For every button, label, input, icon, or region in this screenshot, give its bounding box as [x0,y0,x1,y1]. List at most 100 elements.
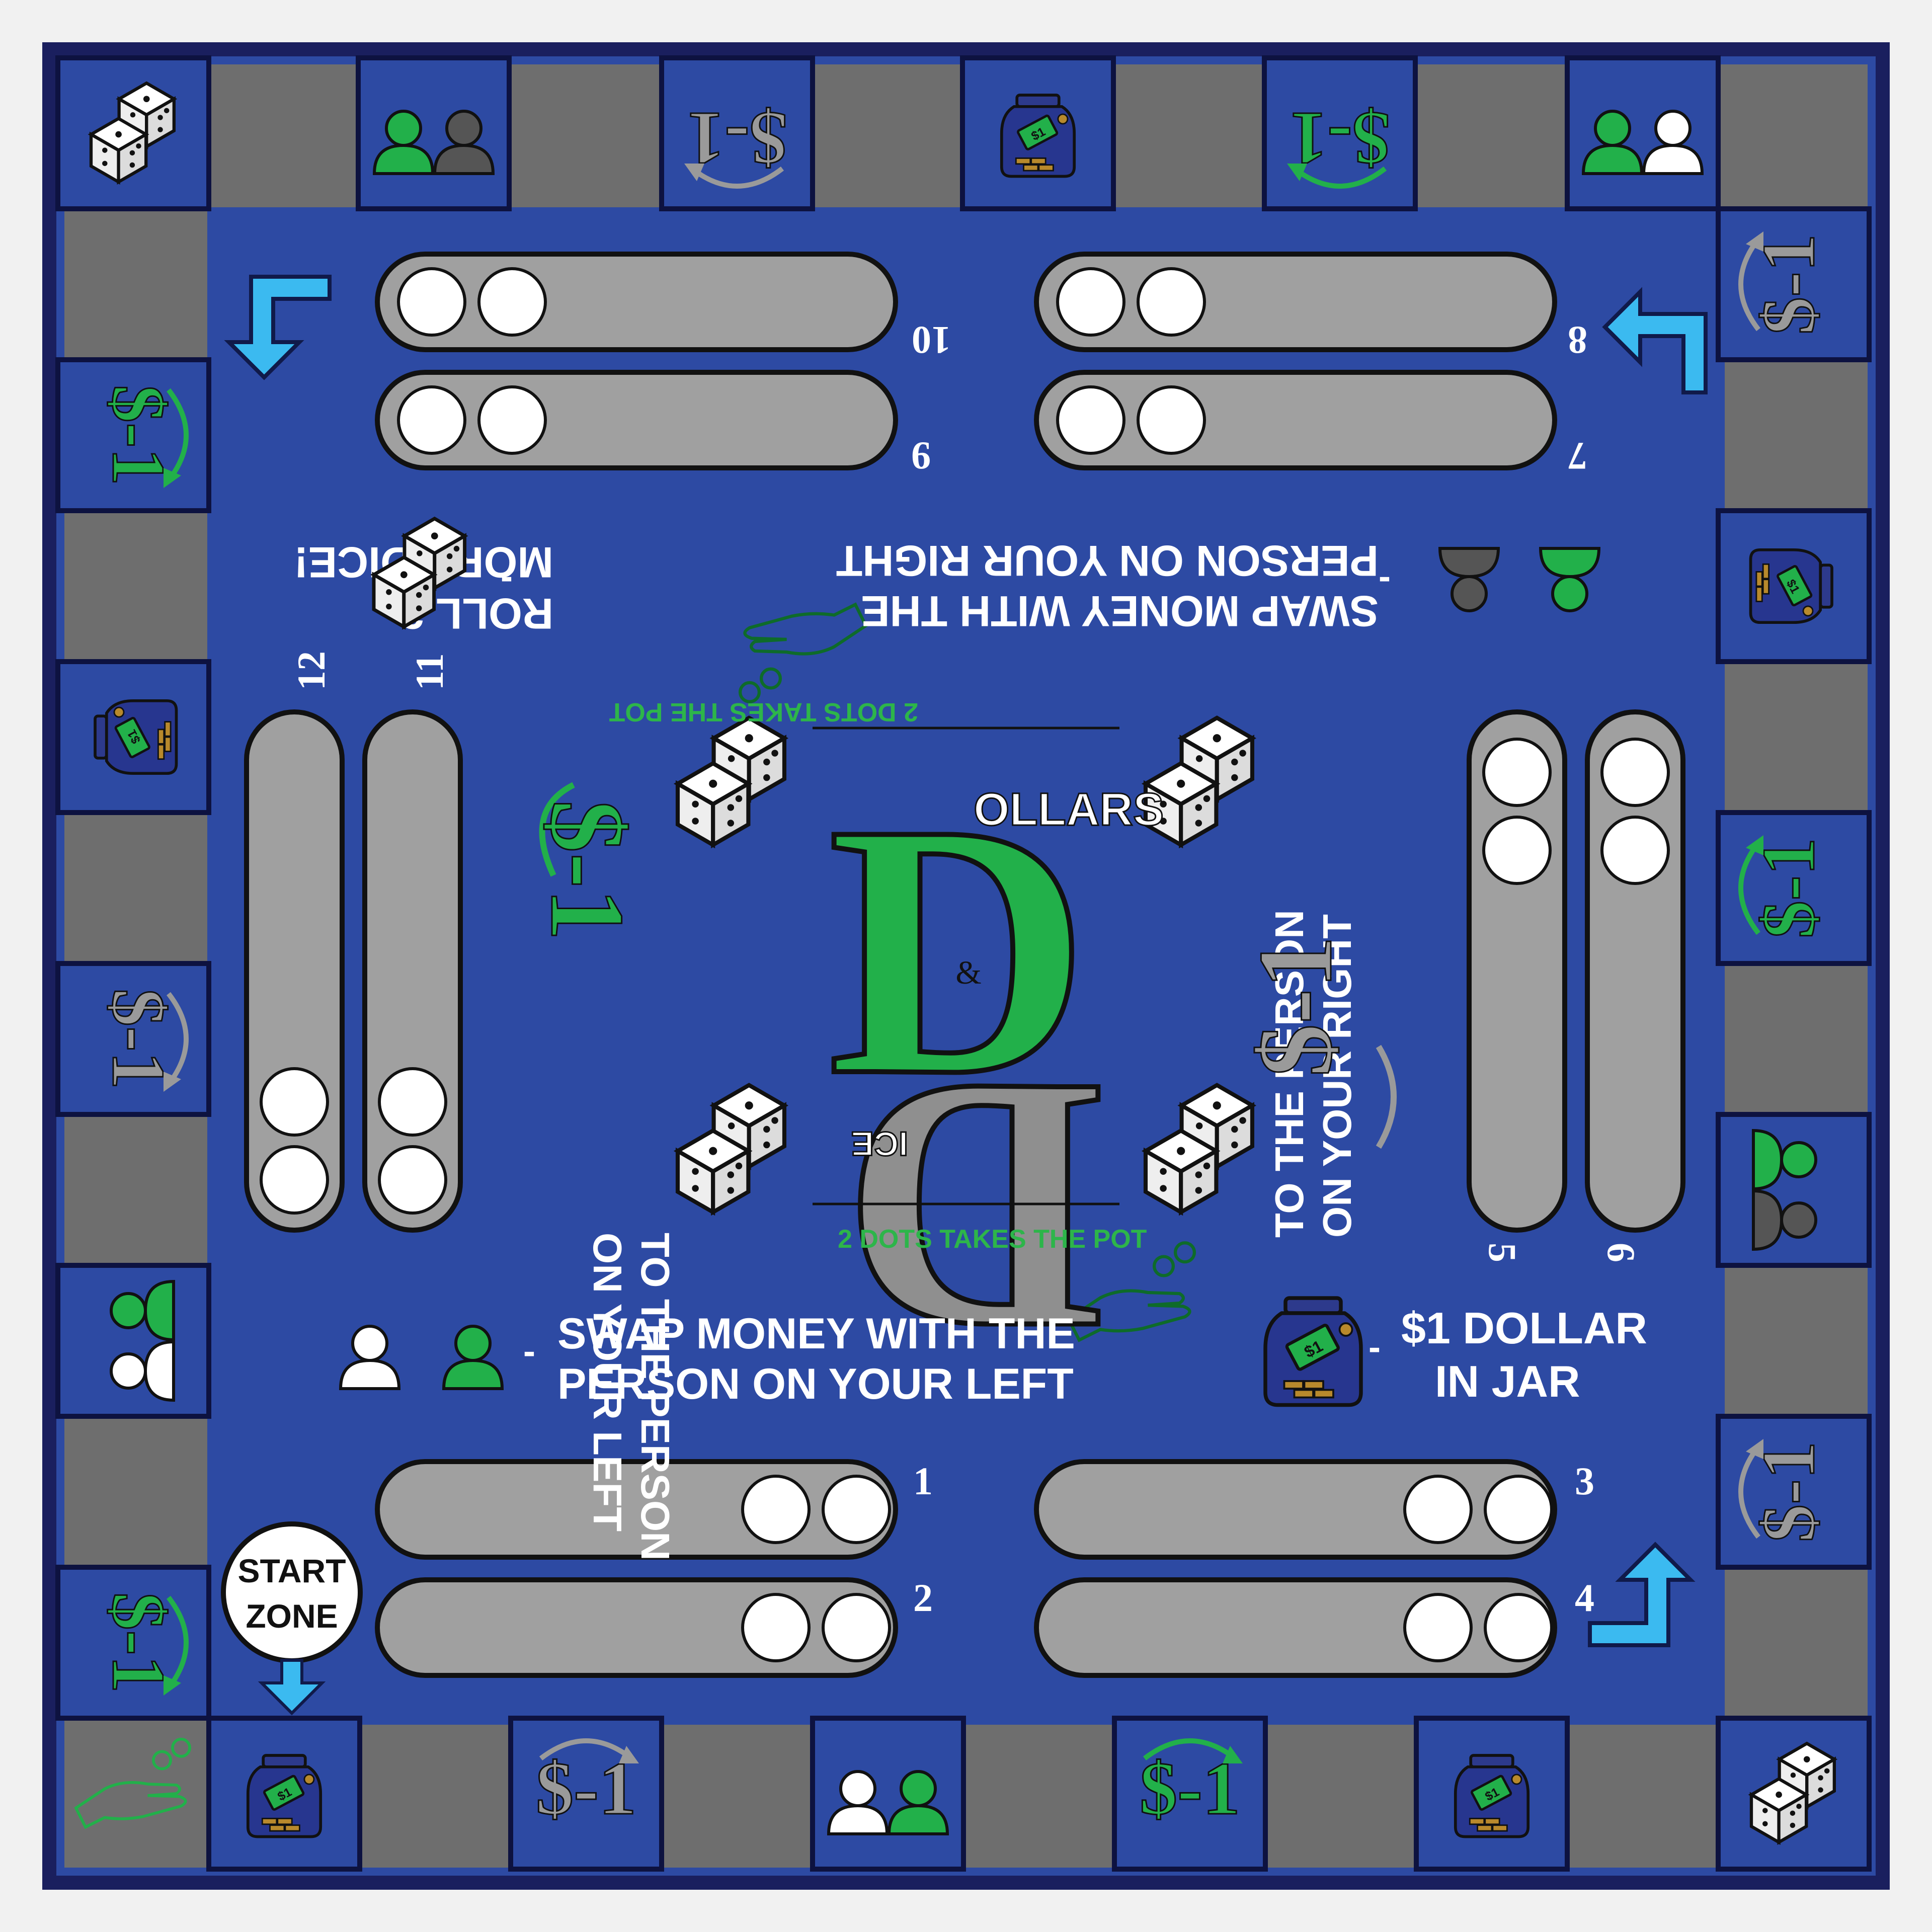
slot-12 [244,709,345,1233]
slot-number-4: 4 [1575,1576,1594,1620]
slot-number-2: 2 [913,1576,933,1620]
track-tile-money-green-l[interactable]: $-1 [55,357,211,513]
peg-hole[interactable] [477,267,547,337]
peg-hole[interactable] [1482,816,1552,885]
svg-text:-: - [523,1331,535,1372]
curved-arrow-icon [690,167,784,189]
peg-hole[interactable] [1600,738,1670,807]
slot-numbers: 1 2 3 4 5 6 7 8 9 10 11 12 [289,318,1643,1620]
track-tile-people-right[interactable] [1716,1112,1872,1268]
track-tile-people-top[interactable] [356,55,512,211]
curved-arrow-icon [167,388,189,482]
money-minus-one-label: $-1 [1747,234,1830,335]
slot-4 [1034,1577,1557,1678]
peg-hole[interactable] [378,1067,447,1137]
slot-10 [375,252,898,352]
slot-7 [1034,370,1557,470]
peg-hole[interactable] [1482,738,1552,807]
slot-number-6: 6 [1599,1243,1643,1262]
track-tile-money-green-b[interactable]: $-1 [1112,1716,1268,1872]
money-minus-one-label: $-1 [536,1747,636,1830]
peg-hole[interactable] [1137,385,1206,455]
peg-hole[interactable] [378,1145,447,1215]
track-tile-dice[interactable] [1716,1716,1872,1872]
svg-text:-: - [501,556,513,597]
curved-arrow-icon [1143,1738,1237,1760]
svg-text:IN JAR: IN JAR [1435,1356,1580,1406]
title-letter-d1: D [828,749,1089,1150]
track-tile-money-gray-l[interactable]: $-1 [55,961,211,1117]
instruction-swap-right: SWAP MONEY WITH THE PERSON ON YOUR RIGHT [836,536,1379,635]
peg-hole[interactable] [1484,1475,1553,1544]
track-tile-jar[interactable] [960,55,1116,211]
slot-number-7: 7 [1568,434,1587,478]
svg-text:ON YOUR RIGHT: ON YOUR RIGHT [1315,914,1359,1238]
money-jar-icon [1456,1755,1528,1837]
peg-hole[interactable] [1403,1593,1473,1662]
track-tile-jar[interactable] [55,659,211,815]
curved-arrow-icon [1738,237,1760,332]
money-minus-one-label: $-1 [97,385,180,486]
slot-6 [1585,709,1685,1233]
curved-arrow-icon [1293,167,1387,189]
money-minus-one-label: $-1 [97,1592,180,1693]
money-label-gray: $-1 [1237,936,1354,1077]
slot-number-8: 8 [1568,318,1587,362]
peg-hole[interactable] [1484,1593,1553,1662]
track-tile-money-gray[interactable]: $-1 [1716,206,1872,362]
money-jar-icon [95,701,177,773]
slot-number-3: 3 [1575,1459,1594,1503]
svg-text:-: - [1369,1327,1381,1367]
slot-2 [375,1577,898,1678]
track-tile-money-gray[interactable]: $-1 [1716,1414,1872,1570]
track-tile-people-top2[interactable] [1565,55,1721,211]
track-tile-people-bottom[interactable] [810,1716,966,1872]
slot-number-11: 11 [408,653,451,690]
game-title: D D OLLARS & ICE [825,746,1165,1412]
curved-arrow-icon [167,1595,189,1690]
title-letter-d2: D [843,1008,1104,1410]
curved-arrow-icon [1376,1044,1397,1149]
track-tile-money-green-l[interactable]: $-1 [55,1565,211,1721]
track-tile-dice[interactable] [55,55,211,211]
peg-hole[interactable] [1600,816,1670,885]
track-tile-jar[interactable] [1716,508,1872,664]
peg-hole[interactable] [822,1593,891,1662]
svg-text:SWAP MONEY WITH THE: SWAP MONEY WITH THE [557,1310,1075,1358]
money-minus-one-label: $-1 [1747,1441,1830,1542]
track-tile-money-gray[interactable]: $-1 [659,55,815,211]
track-tile-money-green[interactable]: $-1 [1262,55,1418,211]
svg-text:PERSON ON YOUR RIGHT: PERSON ON YOUR RIGHT [836,536,1379,585]
track-tile-people-left[interactable] [55,1263,211,1419]
peg-hole[interactable] [260,1067,329,1137]
slot-number-1: 1 [913,1459,933,1503]
slot-8 [1034,252,1557,352]
peg-hole[interactable] [477,385,547,455]
peg-hole[interactable] [741,1475,811,1544]
peg-hole[interactable] [397,267,466,337]
curved-arrow-icon [1738,1444,1760,1539]
peg-hole[interactable] [260,1145,329,1215]
svg-text:SWAP MONEY WITH THE: SWAP MONEY WITH THE [861,587,1379,635]
start-zone[interactable]: START ZONE [221,1521,363,1716]
money-minus-one-label: $-1 [1290,97,1390,180]
peg-hole[interactable] [397,385,466,455]
svg-text:TO THE PERSON: TO THE PERSON [633,1233,678,1561]
track-tile-money-gray-b[interactable]: $-1 [508,1716,664,1872]
peg-hole[interactable] [1056,267,1125,337]
peg-hole[interactable] [822,1475,891,1544]
peg-hole[interactable] [741,1593,811,1662]
title-word-ice: ICE [851,1124,908,1163]
svg-text:$1 DOLLAR: $1 DOLLAR [1401,1303,1647,1353]
track-tile-jar[interactable] [206,1716,362,1872]
svg-text:-: - [1379,556,1391,597]
peg-hole[interactable] [1137,267,1206,337]
slot-5 [1467,709,1567,1233]
track-tile-jar[interactable] [1414,1716,1570,1872]
track-tile-money-green[interactable]: $-1 [1716,810,1872,966]
peg-hole[interactable] [1056,385,1125,455]
money-minus-one-label: $-1 [97,989,180,1089]
title-word-ollars: OLLARS [974,784,1164,835]
peg-hole[interactable] [1403,1475,1473,1544]
instruction-swap-left: - SWAP MONEY WITH THE PERSON ON YOUR LEF… [341,1310,1075,1408]
